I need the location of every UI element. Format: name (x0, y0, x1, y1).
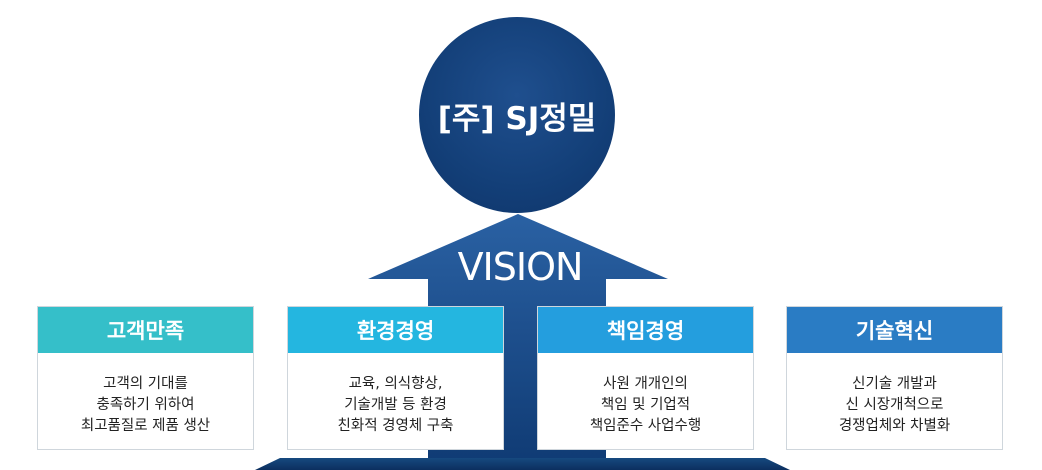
card-line: 신기술 개발과 (852, 376, 937, 392)
card-innovation: 기술혁신 신기술 개발과 신 시장개척으로 경쟁업체와 차별화 (786, 306, 1003, 450)
card-body: 고객의 기대를 충족하기 위하여 최고품질로 제품 생산 (38, 353, 253, 437)
card-line: 신 시장개척으로 (845, 397, 944, 413)
card-line: 교육, 의식향상, (348, 376, 443, 392)
card-line: 기술개발 등 환경 (344, 397, 447, 413)
company-name: [주] SJ정밀 (437, 100, 597, 137)
card-title: 기술혁신 (787, 307, 1002, 353)
floor-band (255, 458, 790, 470)
vision-label: VISION (457, 245, 584, 289)
card-body: 신기술 개발과 신 시장개척으로 경쟁업체와 차별화 (787, 353, 1002, 437)
card-environment: 환경경영 교육, 의식향상, 기술개발 등 환경 친화적 경영체 구축 (287, 306, 504, 450)
card-title: 환경경영 (288, 307, 503, 353)
card-responsibility: 책임경영 사원 개개인의 책임 및 기업적 책임준수 사업수행 (537, 306, 754, 450)
card-body: 사원 개개인의 책임 및 기업적 책임준수 사업수행 (538, 353, 753, 437)
card-line: 책임준수 사업수행 (589, 418, 702, 434)
card-line: 충족하기 위하여 (96, 397, 195, 413)
card-line: 책임 및 기업적 (600, 397, 691, 413)
card-line: 최고품질로 제품 생산 (80, 418, 211, 434)
card-line: 경쟁업체와 차별화 (838, 418, 951, 434)
company-circle: [주] SJ정밀 (419, 17, 615, 213)
card-title: 책임경영 (538, 307, 753, 353)
card-body: 교육, 의식향상, 기술개발 등 환경 친화적 경영체 구축 (288, 353, 503, 437)
card-customer-satisfaction: 고객만족 고객의 기대를 충족하기 위하여 최고품질로 제품 생산 (37, 306, 254, 450)
card-line: 고객의 기대를 (103, 376, 188, 392)
card-line: 친화적 경영체 구축 (337, 418, 454, 434)
card-line: 사원 개개인의 (603, 376, 688, 392)
card-title: 고객만족 (38, 307, 253, 353)
